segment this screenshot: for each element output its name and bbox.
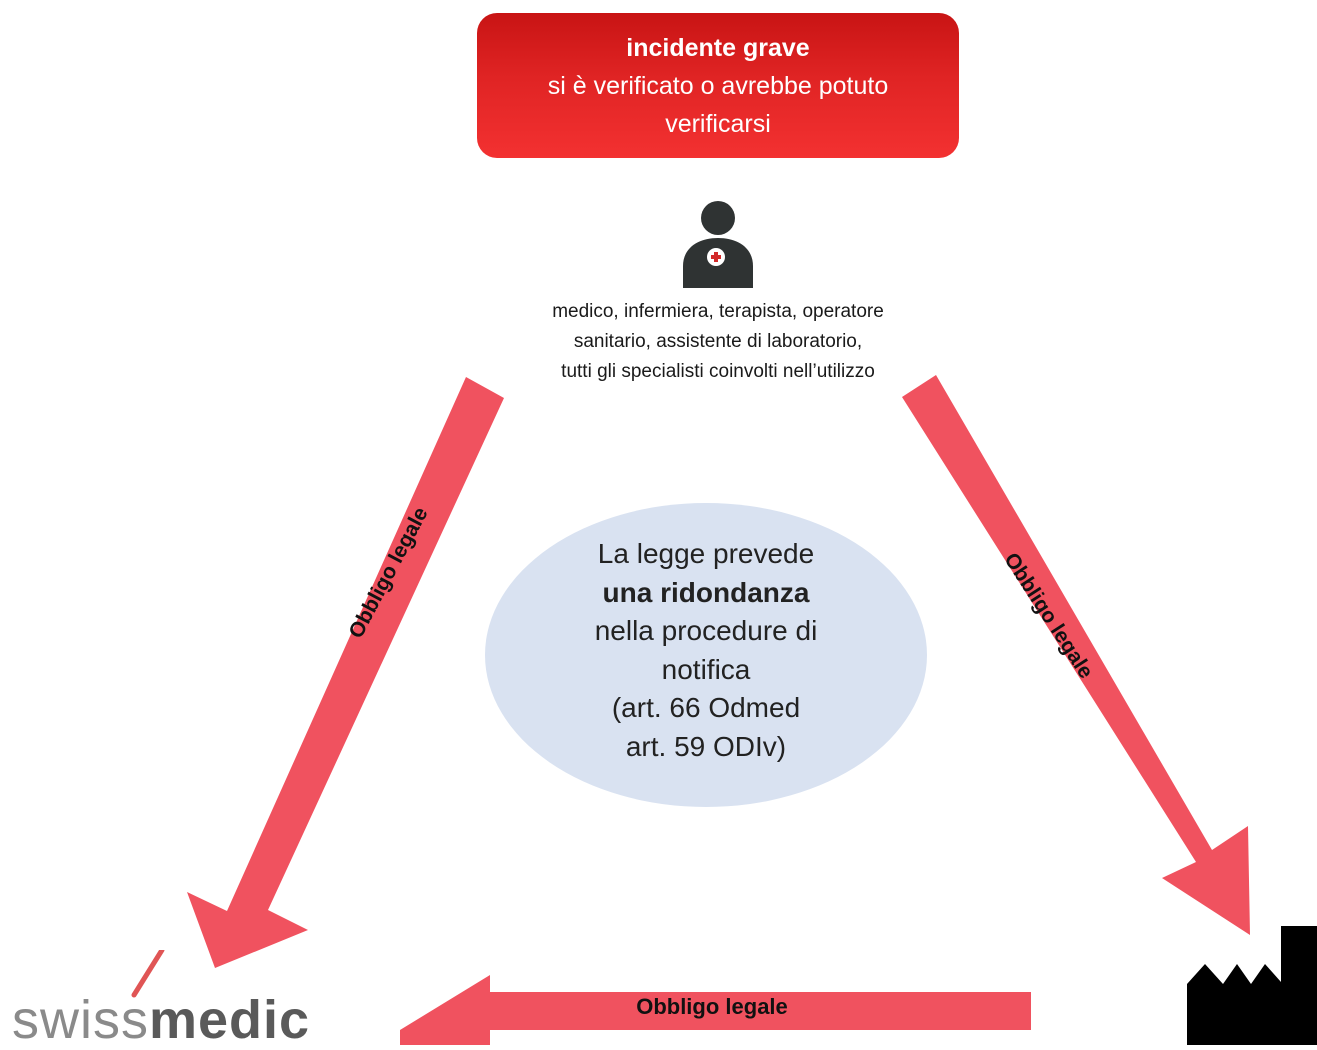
redundancy-emphasis: una ridondanza bbox=[602, 576, 810, 608]
redundancy-text: La legge prevede una ridondanza nella pr… bbox=[545, 535, 867, 766]
redundancy-line: (art. 66 Odmed bbox=[611, 692, 801, 723]
serious-incident-box: incidente grave si è verificato o avrebb… bbox=[477, 13, 959, 158]
reporter-line: sanitario, assistente di laboratorio, bbox=[573, 331, 863, 352]
arrow-manufacturer-to-swissmedic bbox=[400, 975, 1031, 1045]
reporter-line: tutti gli specialisti coinvolti nell’uti… bbox=[561, 361, 875, 382]
bottom-arrow-label: Obbligo legale bbox=[636, 994, 788, 1019]
logo-swiss: swiss bbox=[12, 990, 149, 1050]
redundancy-line: art. 59 ODIv) bbox=[625, 730, 787, 762]
reporter-line: medico, infermiera, terapista, operatore bbox=[552, 301, 884, 322]
incident-title: incidente grave bbox=[626, 33, 810, 62]
arrow-reporter-to-swissmedic bbox=[187, 377, 504, 968]
redundancy-line: notifica bbox=[661, 653, 751, 685]
swissmedic-logo: swissmedic bbox=[12, 950, 311, 1050]
redundancy-ellipse bbox=[485, 503, 927, 807]
factory-icon bbox=[1187, 926, 1317, 1045]
arrow-reporter-to-manufacturer bbox=[902, 375, 1250, 935]
reporter-description: medico, infermiera, terapista, operatore… bbox=[478, 297, 958, 387]
logo-swoosh-icon bbox=[131, 950, 165, 998]
redundancy-line: nella procedure di bbox=[594, 615, 818, 646]
incident-subtitle: si è verificato o avrebbe potuto verific… bbox=[547, 71, 889, 138]
redundancy-line: La legge prevede bbox=[597, 538, 815, 569]
logo-medic: medic bbox=[149, 990, 311, 1050]
healthcare-person-icon bbox=[683, 201, 753, 288]
